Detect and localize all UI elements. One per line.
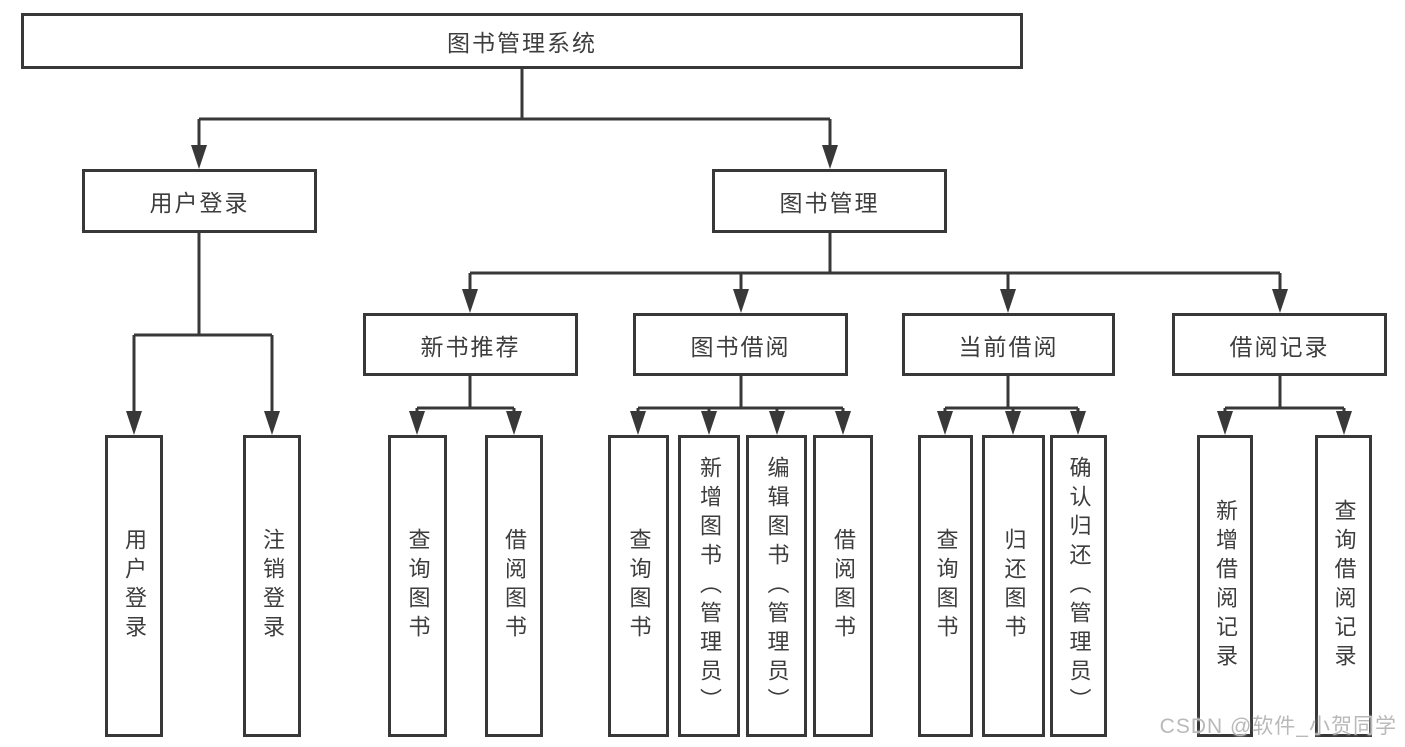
node-leaf-confirm-return-admin: 确认归还（管理员） xyxy=(1050,435,1107,737)
node-leaf-edit-books-admin: 编辑图书（管理员） xyxy=(746,435,807,737)
leaf-label: 编辑图书（管理员） xyxy=(764,455,790,717)
leaf-label: 新增图书（管理员） xyxy=(697,455,722,717)
node-leaf-query-books-current: 查询图书 xyxy=(918,435,973,737)
csdn-watermark: CSDN @软件_小贺同学 xyxy=(1159,715,1397,738)
leaf-label: 查询借阅记录 xyxy=(1331,499,1357,673)
node-leaf-add-books-admin: 新增图书（管理员） xyxy=(678,435,740,737)
leaf-label: 用户登录 xyxy=(122,528,147,644)
node-leaf-query-borrow-record: 查询借阅记录 xyxy=(1315,435,1372,737)
leaf-label: 查询图书 xyxy=(405,528,431,644)
node-leaf-query-books-recommend: 查询图书 xyxy=(388,435,447,737)
node-book-management: 图书管理 xyxy=(712,169,947,233)
node-new-book-recommend: 新书推荐 xyxy=(363,313,578,376)
node-leaf-borrow-books-recommend: 借阅图书 xyxy=(485,435,543,737)
node-user-login: 用户登录 xyxy=(82,169,317,233)
node-borrow-record: 借阅记录 xyxy=(1172,313,1387,376)
leaf-label: 注销登录 xyxy=(260,528,285,644)
node-library-system: 图书管理系统 xyxy=(21,13,1023,69)
node-book-borrow: 图书借阅 xyxy=(633,313,848,376)
leaf-label: 新增借阅记录 xyxy=(1213,499,1238,673)
node-leaf-user-login: 用户登录 xyxy=(105,435,163,737)
node-current-borrow: 当前借阅 xyxy=(902,313,1115,376)
node-leaf-return-books: 归还图书 xyxy=(982,435,1045,737)
node-leaf-logout: 注销登录 xyxy=(243,435,301,737)
leaf-label: 借阅图书 xyxy=(831,528,856,644)
leaf-label: 归还图书 xyxy=(1001,528,1027,644)
node-leaf-add-borrow-record: 新增借阅记录 xyxy=(1197,435,1253,737)
leaf-label: 确认归还（管理员） xyxy=(1066,455,1092,717)
node-leaf-borrow-books: 借阅图书 xyxy=(813,435,873,737)
node-leaf-query-books-borrow: 查询图书 xyxy=(608,435,669,737)
leaf-label: 借阅图书 xyxy=(502,528,527,644)
leaf-label: 查询图书 xyxy=(626,528,652,644)
leaf-label: 查询图书 xyxy=(933,528,959,644)
